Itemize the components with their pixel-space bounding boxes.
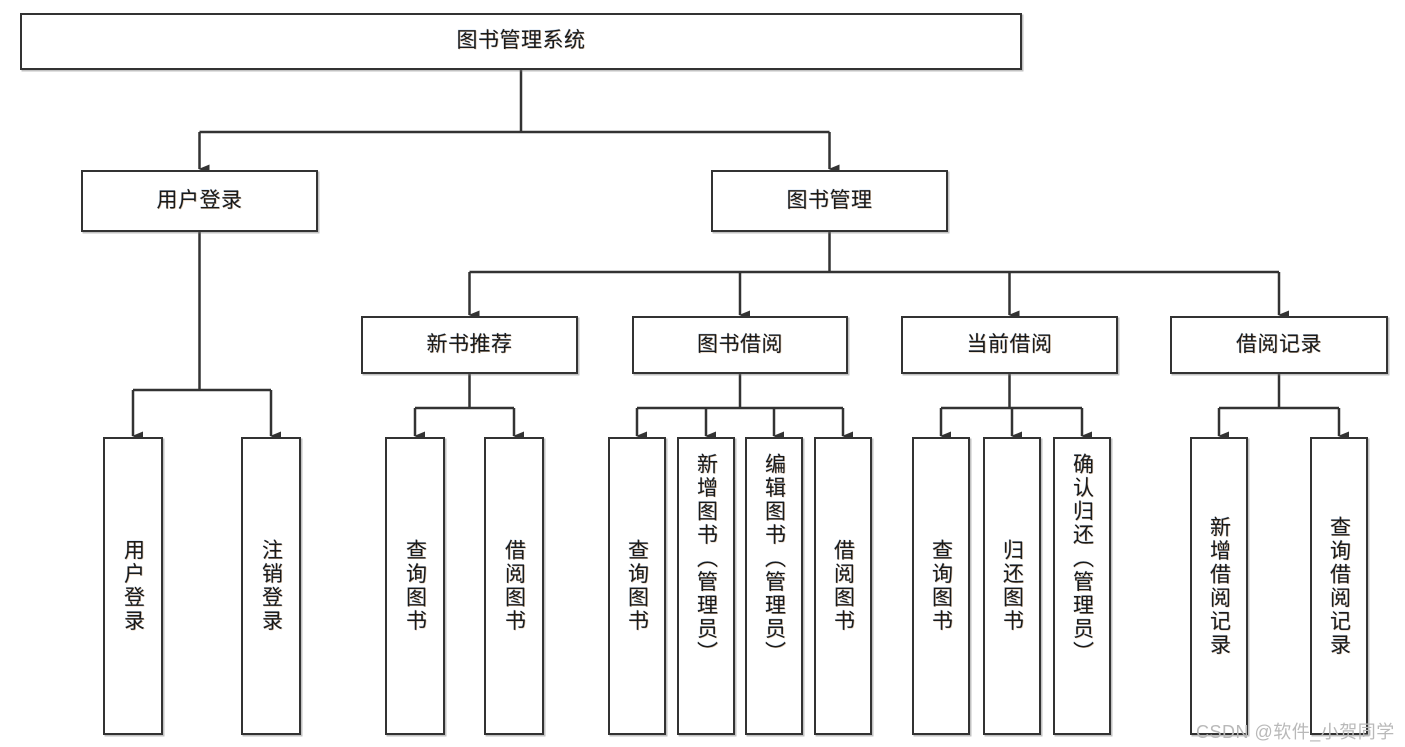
- node-leaf-borrow-book-rec: 借阅图书: [484, 437, 544, 735]
- node-label-leaf-query-book-cur: 查询图书: [929, 539, 953, 633]
- node-label-leaf-user-logout: 注销登录: [259, 539, 283, 633]
- node-label-current-borrow: 当前借阅: [966, 332, 1053, 356]
- node-leaf-borrow-book: 借阅图书: [814, 437, 872, 735]
- node-new-book-rec: 新书推荐: [361, 316, 578, 374]
- node-leaf-query-book-cur: 查询图书: [912, 437, 970, 735]
- node-user-login: 用户登录: [81, 170, 318, 232]
- node-book-borrow: 图书借阅: [632, 316, 848, 374]
- node-label-leaf-query-book: 查询图书: [625, 539, 649, 633]
- connector-group: [131, 70, 1349, 441]
- node-label-leaf-borrow-book: 借阅图书: [831, 539, 855, 633]
- node-borrow-record: 借阅记录: [1170, 316, 1388, 374]
- node-leaf-edit-book: 编辑图书（管理员）: [745, 437, 803, 735]
- node-label-new-book-rec: 新书推荐: [426, 332, 513, 356]
- node-leaf-add-record: 新增借阅记录: [1190, 437, 1248, 735]
- node-leaf-add-book: 新增图书（管理员）: [677, 437, 735, 735]
- node-label-book-manage: 图书管理: [786, 188, 873, 212]
- node-leaf-query-book: 查询图书: [608, 437, 666, 735]
- node-label-leaf-query-record: 查询借阅记录: [1327, 515, 1351, 657]
- node-label-leaf-user-login: 用户登录: [121, 539, 145, 633]
- node-label-leaf-query-book-rec: 查询图书: [403, 539, 427, 633]
- node-label-leaf-add-book: 新增图书（管理员）: [694, 453, 718, 665]
- node-label-leaf-add-record: 新增借阅记录: [1207, 515, 1231, 657]
- node-label-leaf-borrow-book-rec: 借阅图书: [502, 539, 526, 633]
- node-book-manage: 图书管理: [711, 170, 948, 232]
- node-leaf-confirm-return: 确认归还（管理员）: [1053, 437, 1111, 735]
- node-root: 图书管理系统: [20, 13, 1022, 70]
- node-leaf-return-book: 归还图书: [983, 437, 1041, 735]
- node-label-borrow-record: 借阅记录: [1236, 332, 1322, 356]
- node-label-leaf-return-book: 归还图书: [1000, 539, 1024, 633]
- node-leaf-query-record: 查询借阅记录: [1310, 437, 1368, 735]
- node-label-root: 图书管理系统: [456, 29, 586, 53]
- node-label-user-login: 用户登录: [156, 188, 243, 212]
- node-leaf-user-login: 用户登录: [103, 437, 163, 735]
- node-leaf-user-logout: 注销登录: [241, 437, 301, 735]
- node-current-borrow: 当前借阅: [901, 316, 1118, 374]
- node-label-book-borrow: 图书借阅: [697, 332, 783, 356]
- node-label-leaf-confirm-return: 确认归还（管理员）: [1070, 453, 1094, 665]
- node-leaf-query-book-rec: 查询图书: [385, 437, 445, 735]
- node-label-leaf-edit-book: 编辑图书（管理员）: [762, 453, 786, 665]
